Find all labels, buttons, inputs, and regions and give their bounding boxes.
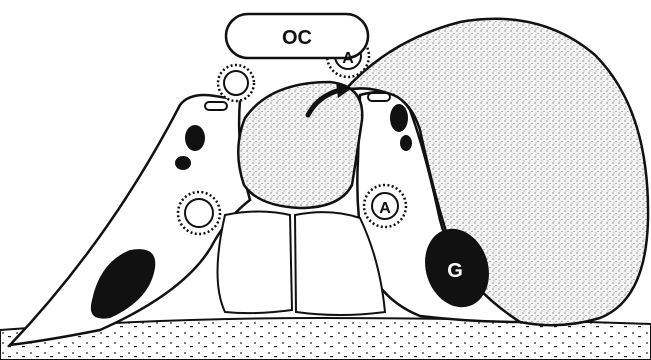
slit-right: [368, 93, 390, 101]
vessel-ring-top: [218, 65, 254, 101]
label-ganglion: G: [447, 260, 463, 282]
label-artery-lower: A: [379, 200, 391, 217]
label-oc: OC: [282, 27, 312, 49]
vessel-ring-left: [178, 192, 220, 234]
nerve-left-upper: [185, 125, 205, 151]
label-artery-upper: A: [342, 50, 354, 67]
nerve-left-lower: [175, 156, 191, 170]
sella-floor-left: [218, 212, 293, 314]
pituitary-lobe: [238, 82, 362, 208]
nerve-right-upper: [390, 104, 408, 132]
slit-left: [205, 102, 227, 110]
nerve-right-lower: [400, 135, 412, 151]
